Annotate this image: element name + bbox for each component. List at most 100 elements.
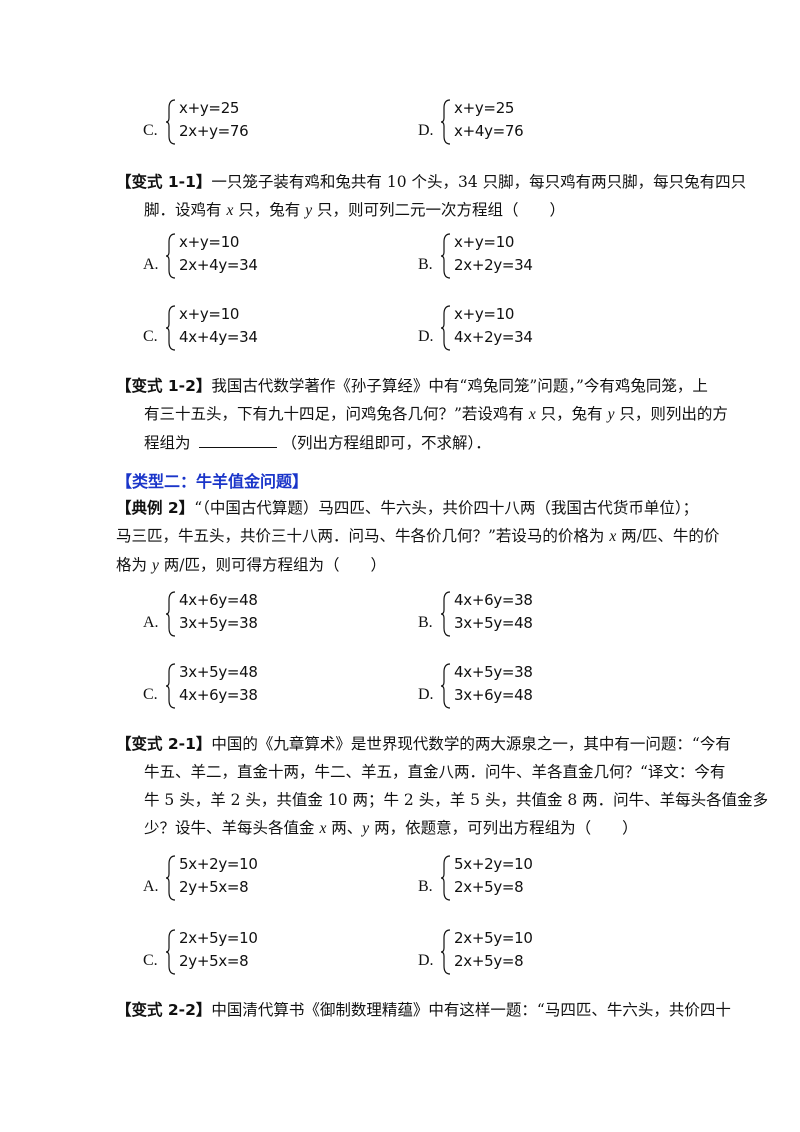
answer-blank[interactable] [199,433,278,448]
question-text: 两/匹、牛的价 [616,527,720,545]
equation-1: x+y=10 [454,305,515,323]
variable-y: y [362,820,370,837]
equation-2: 3x+5y=38 [179,614,258,632]
option-letter: B. [418,256,433,273]
option-b[interactable]: B. 4x+6y=38 3x+5y=48 [418,588,618,640]
equation-2: 4x+2y=34 [454,328,533,346]
question-tag: 【变式 2-1】 [116,735,212,753]
variable-y: y [305,202,313,219]
question-tag: 【变式 2-2】 [116,1001,212,1019]
option-a[interactable]: A. 5x+2y=10 2y+5x=8 [143,852,343,904]
section-heading: 【类型二：牛羊值金问题】 [116,472,309,491]
equation-1: x+y=10 [454,233,515,251]
equation-2: 4x+6y=38 [179,686,258,704]
question-text: 只，则列出的方 [614,405,728,423]
variable-y: y [151,557,159,574]
option-letter: B. [418,614,433,631]
option-d[interactable]: D. x+y=25 x+4y=76 [418,96,618,148]
option-a[interactable]: A. x+y=10 2x+4y=34 [143,230,343,282]
option-c[interactable]: C. x+y=25 2x+y=76 [143,96,343,148]
brace-icon [165,855,176,901]
option-b[interactable]: B. 5x+2y=10 2x+5y=8 [418,852,618,904]
equation-2: 4x+4y=34 [179,328,258,346]
question-text: 中国的《九章算术》是世界现代数学的两大源泉之一，其中有一问题：“今有 [211,735,731,753]
question-text: （列出方程组即可，不求解）． [281,434,491,452]
brace-icon [440,305,451,351]
question-text: 只，则可列二元一次方程组（ ） [312,201,566,219]
equation-1: 5x+2y=10 [454,855,533,873]
question-text: 中国清代算书《御制数理精蕴》中有这样一题：“马四匹、牛六头，共价四十 [211,1001,731,1019]
option-a[interactable]: A. 4x+6y=48 3x+5y=38 [143,588,343,640]
example-2: 【典例 2】“（中国古代算题）马四匹、牛六头，共价四十八两（我国古代货币单位）；… [116,494,719,580]
question-tag: 【变式 1-1】 [116,173,212,191]
question-text: 牛 5 头，羊 2 头，共值金 10 两；牛 2 头，羊 5 头，共值金 8 两… [144,791,769,809]
equation-1: 2x+5y=10 [179,929,258,947]
question-text: 只，兔有 [535,405,608,423]
question-text: 两/匹，则可得方程组为（ ） [158,556,386,574]
equation-2: 2x+2y=34 [454,256,533,274]
brace-icon [440,99,451,145]
question-v1-1: 【变式 1-1】一只笼子装有鸡和兔共有 10 个头，34 只脚，每只鸡有两只脚，… [116,168,746,225]
question-text: 少？设牛、羊每头各值金 [144,819,320,837]
variable-x: x [319,820,327,837]
option-d[interactable]: D. 4x+5y=38 3x+6y=48 [418,660,618,712]
brace-icon [440,663,451,709]
equation-1: x+y=10 [179,233,240,251]
question-v2-1: 【变式 2-1】中国的《九章算术》是世界现代数学的两大源泉之一，其中有一问题：“… [116,730,768,843]
equation-2: x+4y=76 [454,122,524,140]
option-letter: D. [418,686,434,703]
option-letter: A. [143,614,159,631]
brace-icon [440,591,451,637]
brace-icon [165,99,176,145]
option-letter: D. [418,328,434,345]
question-tag: 【典例 2】 [116,499,195,517]
option-letter: D. [418,952,434,969]
equation-1: 2x+5y=10 [454,929,533,947]
question-text: 两，依题意，可列出方程组为（ ） [369,819,638,837]
question-text: 只，兔有 [233,201,306,219]
option-letter: C. [143,328,158,345]
question-text: 格为 [116,556,152,574]
equation-2: 3x+5y=48 [454,614,533,632]
option-letter: C. [143,122,158,139]
equation-2: 2x+y=76 [179,122,249,140]
question-text: 一只笼子装有鸡和兔共有 10 个头，34 只脚，每只鸡有两只脚，每只兔有四只 [211,173,747,191]
equation-2: 2x+5y=8 [454,952,524,970]
question-text: 两、 [326,819,363,837]
brace-icon [440,929,451,975]
option-b[interactable]: B. x+y=10 2x+2y=34 [418,230,618,282]
equation-1: 4x+6y=38 [454,591,533,609]
variable-x: x [226,202,234,219]
brace-icon [440,233,451,279]
variable-y: y [607,406,615,423]
brace-icon [165,591,176,637]
equation-1: 4x+6y=48 [179,591,258,609]
option-letter: B. [418,878,433,895]
brace-icon [165,663,176,709]
option-c[interactable]: C. x+y=10 4x+4y=34 [143,302,343,354]
question-text: 程组为 [144,434,196,452]
brace-icon [165,305,176,351]
option-c[interactable]: C. 3x+5y=48 4x+6y=38 [143,660,343,712]
equation-2: 2x+4y=34 [179,256,258,274]
equation-2: 3x+6y=48 [454,686,533,704]
option-d[interactable]: D. x+y=10 4x+2y=34 [418,302,618,354]
option-c[interactable]: C. 2x+5y=10 2y+5x=8 [143,926,343,978]
question-text: 脚．设鸡有 [144,201,227,219]
option-d[interactable]: D. 2x+5y=10 2x+5y=8 [418,926,618,978]
variable-x: x [528,406,536,423]
equation-2: 2y+5x=8 [179,878,249,896]
question-v1-2: 【变式 1-2】我国古代数学著作《孙子算经》中有“鸡兔同笼”问题，”今有鸡兔同笼… [116,372,728,457]
option-letter: C. [143,952,158,969]
equation-1: 3x+5y=48 [179,663,258,681]
equation-1: 5x+2y=10 [179,855,258,873]
question-text: 牛五、羊二，直金十两，牛二、羊五，直金八两．问牛、羊各直金几何？“译文：今有 [144,763,726,781]
equation-1: x+y=25 [454,99,515,117]
brace-icon [165,233,176,279]
option-letter: A. [143,256,159,273]
equation-2: 2x+5y=8 [454,878,524,896]
option-letter: C. [143,686,158,703]
question-text: 马三匹，牛五头，共价三十八两．问马、牛各价几何？”若设马的价格为 [116,527,610,545]
brace-icon [165,929,176,975]
